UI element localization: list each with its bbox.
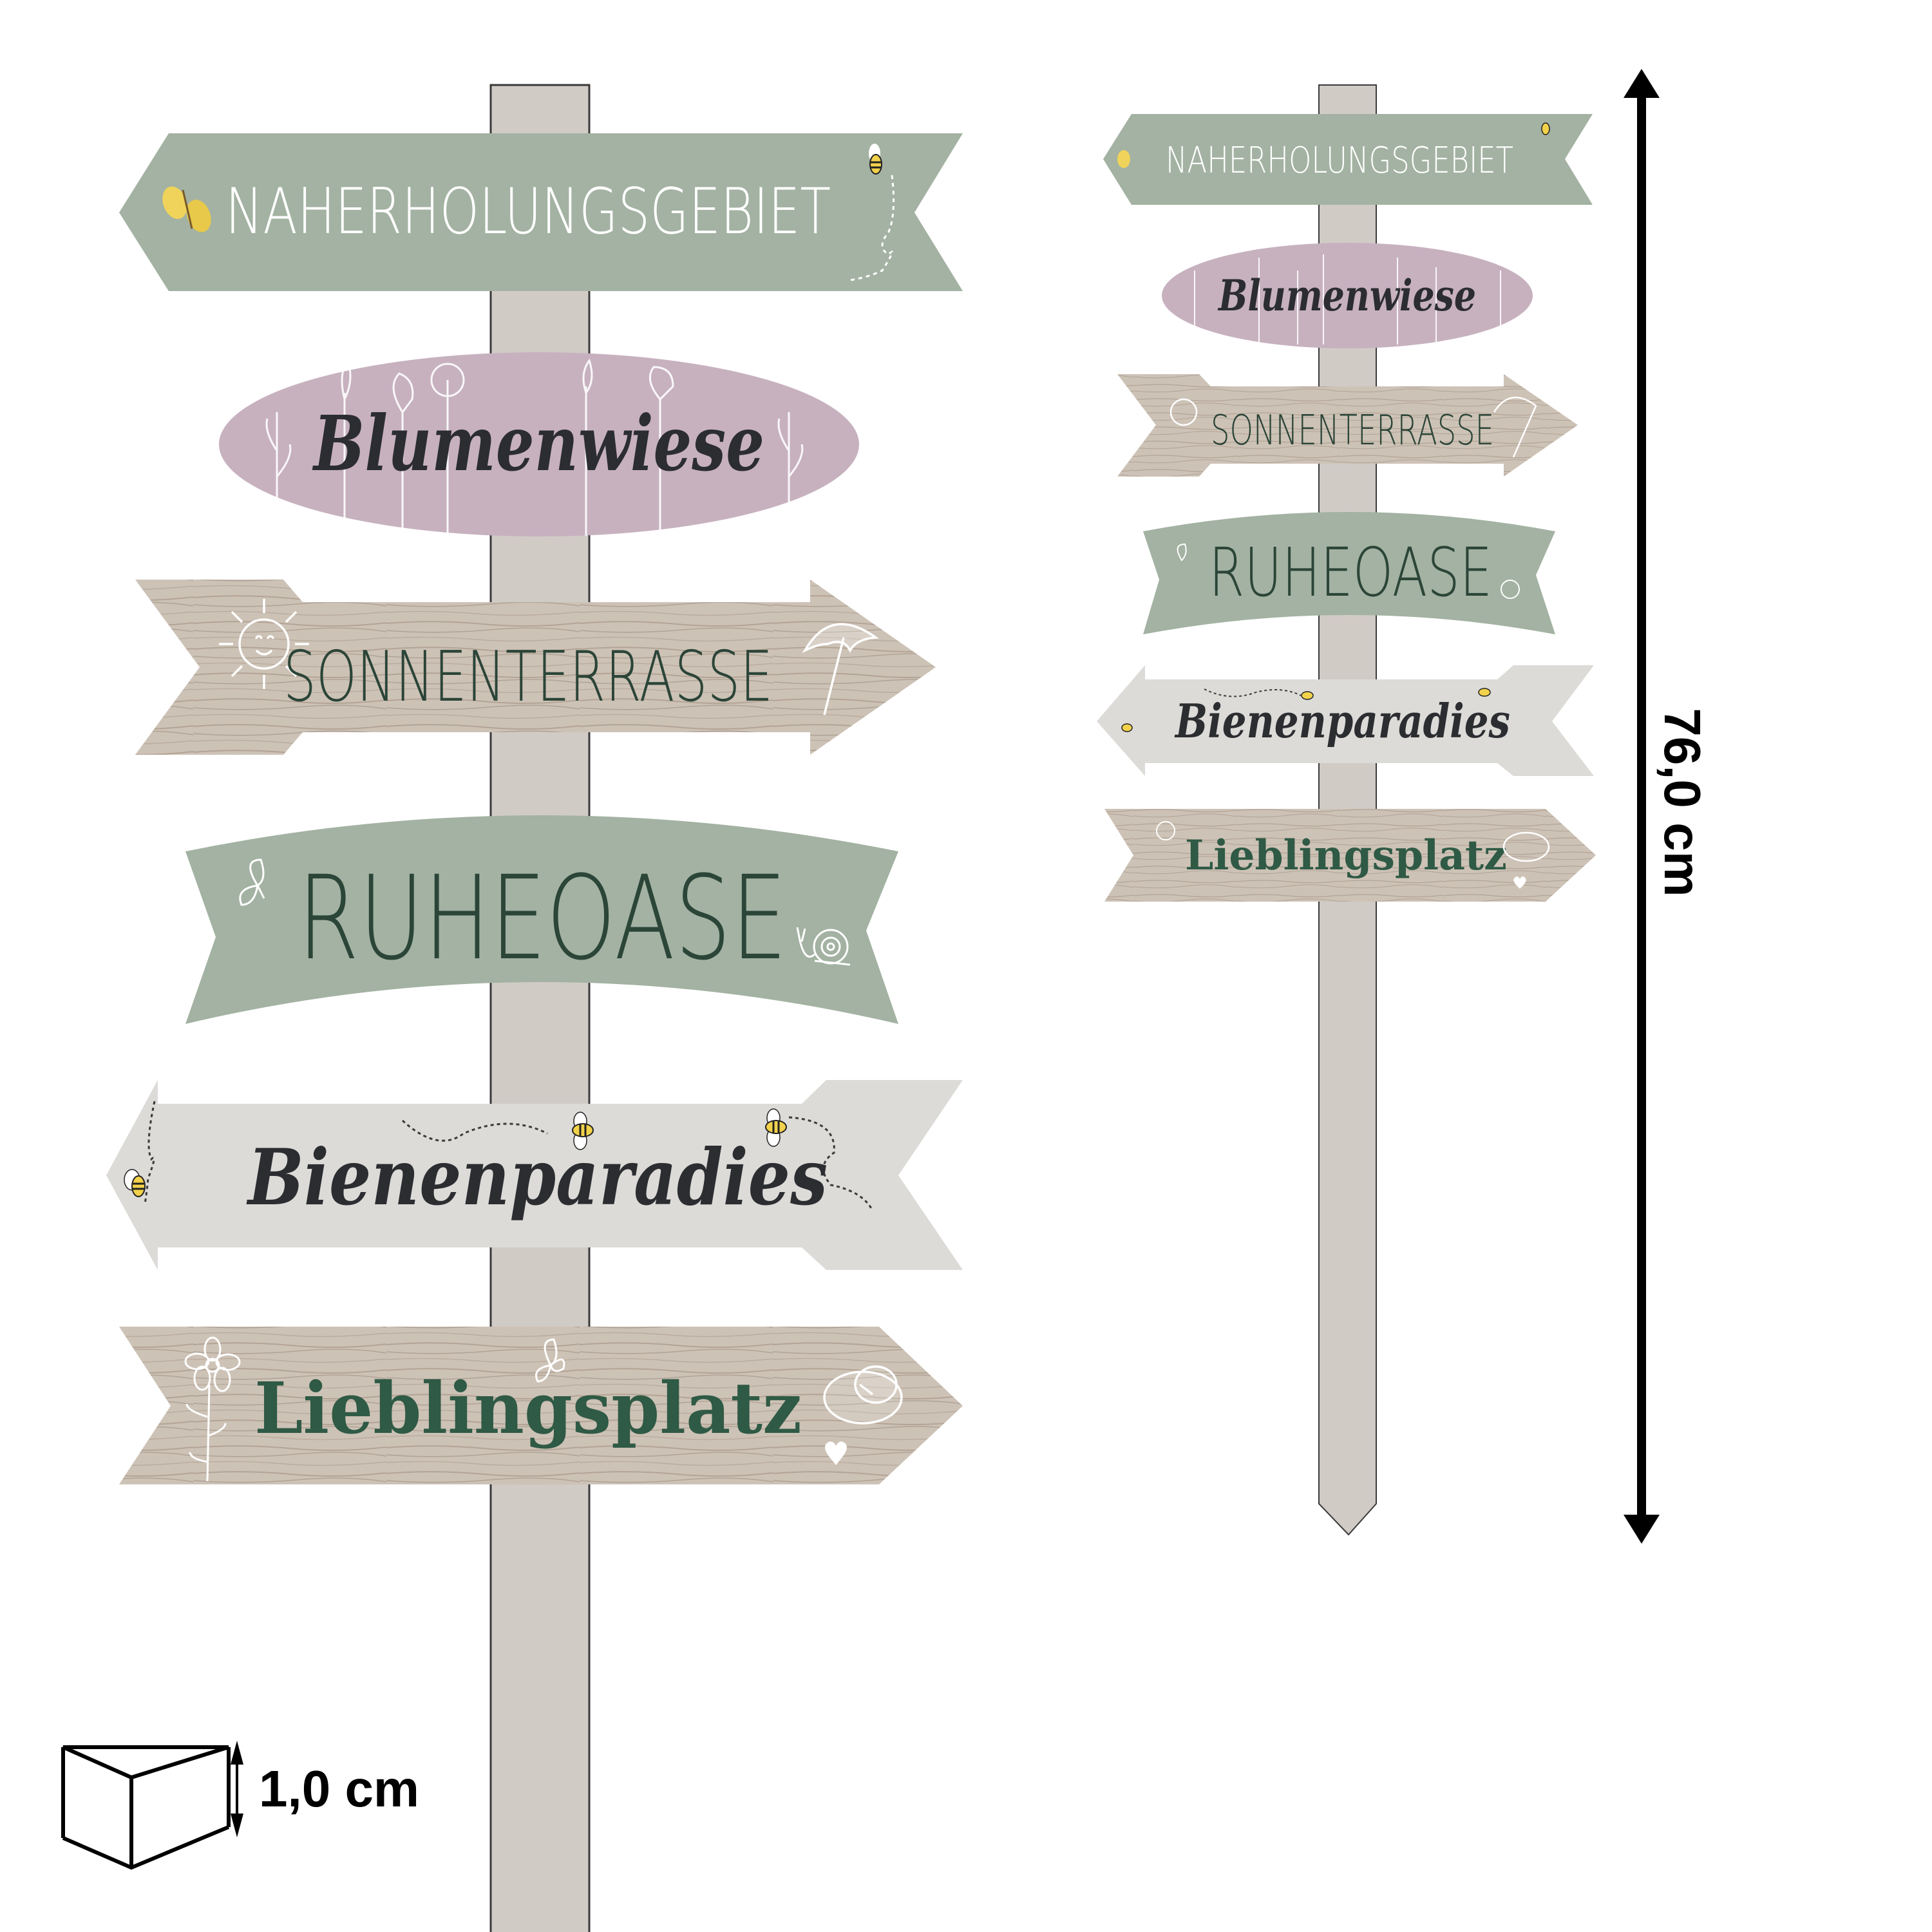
sign-lieblingsplatz: Lieblingsplatz: [119, 1327, 963, 1484]
height-label: 76,0 cm: [1654, 708, 1711, 897]
bee-icon: [869, 144, 882, 175]
sun-icon: [219, 599, 309, 689]
bee-icon: [1301, 691, 1314, 700]
small-sign-blumenwiese: Blumenwiese: [1162, 243, 1533, 348]
sun-icon: [1170, 398, 1198, 426]
sign-label: SONNENTERRASSE: [1211, 407, 1494, 455]
sign-label: Bienenparadies: [246, 1132, 828, 1223]
height-dimension: 76,0 cm: [1624, 69, 1711, 1544]
flight-path: [1204, 688, 1302, 697]
bee-icon: [1121, 723, 1133, 732]
flight-path: [849, 175, 895, 281]
thickness-dimension: 1,0 cm: [61, 1741, 419, 1870]
large-signpost: NAHERHOLUNGSGEBIET Blumenwiese: [106, 84, 963, 1932]
height-arrow-shaft: [1637, 90, 1646, 1523]
heart-icon: [1513, 876, 1526, 889]
prism-icon: [61, 1745, 231, 1870]
arrow-up-icon: [231, 1741, 243, 1765]
thickness-label: 1,0 cm: [259, 1760, 419, 1817]
small-sign-sonnenterrasse: SONNENTERRASSE: [1117, 374, 1578, 477]
butterfly-icon: [162, 186, 211, 232]
bee-icon: [124, 1169, 146, 1197]
arrow-up-icon: [1624, 69, 1660, 98]
umbrella-icon: [802, 623, 880, 715]
sign-ruheoase: RUHEOASE: [185, 815, 898, 1024]
snail-icon: [1501, 580, 1520, 599]
bee-icon: [1541, 122, 1550, 135]
heart-icon: [825, 1441, 847, 1465]
sign-bienenparadies: Bienenparadies: [106, 1080, 963, 1270]
butterfly-icon: [1117, 150, 1130, 168]
sign-naherholungsgebiet: NAHERHOLUNGSGEBIET: [119, 133, 963, 291]
butterfly-icon: [535, 1338, 565, 1383]
flight-path: [788, 1116, 874, 1211]
sign-label: NAHERHOLUNGSGEBIET: [1166, 140, 1513, 182]
umbrella-icon: [1493, 396, 1537, 458]
sign-label: Blumenwiese: [1217, 270, 1476, 321]
sign-label: RUHEOASE: [298, 851, 787, 986]
snail-icon: [796, 927, 851, 966]
butterfly-icon: [1177, 543, 1187, 562]
arrow-down-icon: [1624, 1515, 1660, 1544]
bee-icon: [765, 1108, 787, 1147]
sign-label: SONNENTERRASSE: [283, 637, 773, 717]
sign-label: NAHERHOLUNGSGEBIET: [225, 175, 831, 249]
sign-label: Blumenwiese: [312, 399, 764, 488]
sign-sonnenterrasse: SONNENTERRASSE: [135, 580, 936, 755]
sign-label: RUHEOASE: [1209, 533, 1492, 612]
hat-icon: [823, 1365, 903, 1425]
butterfly-icon: [239, 858, 265, 906]
wildflowers-icon: [265, 358, 804, 536]
sign-label: Lieblingsplatz: [1185, 831, 1507, 880]
flower-icon: [184, 1336, 241, 1482]
wildflowers-icon: [1194, 254, 1501, 345]
small-sign-ruheoase: RUHEOASE: [1143, 512, 1555, 634]
flight-path: [144, 1101, 156, 1205]
bee-icon: [1478, 688, 1491, 697]
hat-icon: [1502, 831, 1550, 862]
arrow-down-icon: [231, 1814, 243, 1837]
sign-label: Lieblingsplatz: [254, 1367, 802, 1450]
small-signpost: NAHERHOLUNGSGEBIET Blumenwiese SONNENTER…: [1097, 84, 1596, 1536]
flower-icon: [1156, 821, 1175, 840]
flight-path: [401, 1119, 548, 1142]
small-sign-naherholungsgebiet: NAHERHOLUNGSGEBIET: [1103, 114, 1593, 205]
small-sign-bienenparadies: Bienenparadies: [1097, 665, 1594, 776]
small-sign-lieblingsplatz: Lieblingsplatz: [1104, 809, 1596, 902]
bee-icon: [572, 1112, 594, 1150]
sign-label: Bienenparadies: [1174, 694, 1510, 748]
sign-blumenwiese: Blumenwiese: [219, 352, 859, 536]
